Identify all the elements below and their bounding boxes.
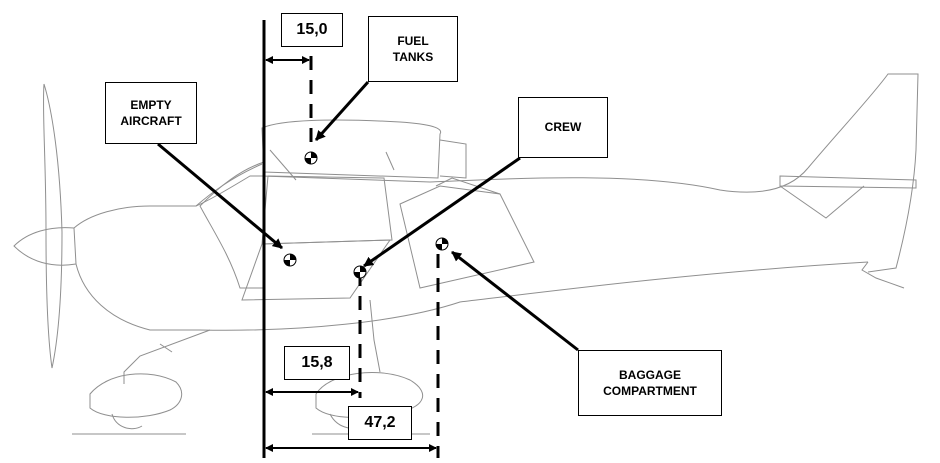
fuselage-top (261, 167, 809, 193)
main-gear (369, 299, 381, 373)
empty-aircraft-label-line2: AIRCRAFT (120, 114, 182, 128)
tail-fin (807, 73, 919, 273)
nose-gear (123, 329, 211, 384)
fuel-arm-value: 15,0 (296, 21, 328, 39)
propeller (42, 83, 63, 369)
spinner (13, 227, 77, 266)
fuel-tanks-label-line1: FUEL (397, 33, 429, 48)
baggage-arm-value: 47,2 (364, 414, 396, 432)
cowl (73, 175, 262, 229)
fuel-tanks-leader (314, 80, 370, 142)
crew-label-text: CREW (544, 120, 582, 135)
door-window (261, 175, 393, 245)
empty-aircraft-label: EMPTY AIRCRAFT (105, 82, 197, 144)
wing-strut (195, 163, 263, 207)
baggage-arm-value-label: 47,2 (348, 406, 412, 440)
aircraft-outline (13, 73, 919, 435)
fuselage-bottom (199, 261, 869, 331)
nose-wheel-pant (89, 373, 183, 418)
baggage-label-line1: BAGGAGE (618, 367, 681, 382)
crew-arm-value-label: 15,8 (284, 346, 350, 380)
wing (261, 119, 442, 179)
baggage-leader (451, 250, 579, 352)
cg-marker-crew (353, 265, 367, 279)
baggage-door (399, 185, 535, 289)
door-lower (241, 239, 391, 301)
cg-marker-fuel (304, 151, 318, 165)
crew-label: CREW (518, 97, 608, 158)
fuel-arm-value-label: 15,0 (281, 13, 343, 47)
empty-aircraft-leader (157, 142, 283, 250)
stabilizer (779, 175, 917, 189)
main-wheel-pant (315, 371, 424, 419)
cg-marker-empty (283, 253, 297, 267)
fuel-tanks-label-line2: TANKS (392, 50, 434, 64)
fuel-tanks-label: FUEL TANKS (368, 16, 458, 82)
crew-arm-value: 15,8 (301, 354, 333, 372)
baggage-label: BAGGAGE COMPARTMENT (578, 350, 722, 416)
baggage-label-line2: COMPARTMENT (603, 384, 697, 398)
empty-aircraft-label-line1: EMPTY (130, 97, 172, 112)
crew-leader (363, 156, 521, 268)
cg-marker-baggage (435, 237, 449, 251)
